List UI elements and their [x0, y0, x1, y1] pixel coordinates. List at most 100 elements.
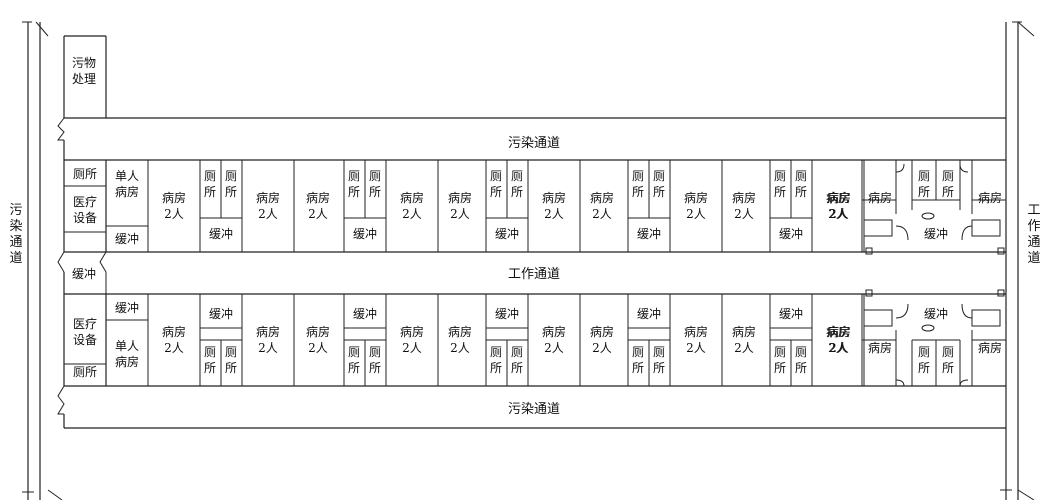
toilet-label: 厕所 — [73, 365, 97, 379]
ward-label: 2人 — [686, 207, 706, 221]
buffer-label: 缓冲 — [924, 226, 948, 241]
toilet-label: 所 — [653, 361, 665, 375]
ward-label: 病房 — [542, 324, 566, 339]
toilet-label: 所 — [632, 185, 644, 199]
ward-label: 2人 — [402, 207, 422, 221]
dirty-corridor-label: 污染通道 — [508, 136, 560, 151]
door-arc — [895, 303, 909, 319]
door-arc — [961, 303, 973, 319]
bed — [971, 309, 1001, 327]
toilet-label: 所 — [918, 361, 930, 375]
ward-label: 病房 — [162, 324, 186, 339]
single-ward-label: 病房 — [115, 184, 139, 199]
ward-label: 病房 — [542, 190, 566, 205]
ward-label: 病房 — [590, 190, 614, 205]
toilet-label: 厕 — [774, 169, 786, 183]
ward-label: 病房 — [826, 324, 850, 339]
ward-label: 2人 — [829, 341, 849, 355]
ward-label: 2人 — [544, 341, 564, 355]
waste-disposal-label: 污物 — [72, 56, 96, 70]
ward-label: 2人 — [450, 207, 470, 221]
column-marker — [997, 247, 1005, 255]
door-arc — [959, 163, 969, 173]
ward-label: 病房 — [256, 190, 280, 205]
toilet-label: 所 — [632, 361, 644, 375]
ward-label: 病房 — [684, 190, 708, 205]
ward-label: 病房 — [448, 324, 472, 339]
toilet-label: 厕 — [942, 345, 954, 359]
toilet-label: 厕 — [225, 345, 237, 359]
door-arc — [959, 379, 969, 387]
door-arc — [895, 379, 905, 387]
ward-label: 病房 — [256, 324, 280, 339]
toilet-label: 所 — [369, 185, 381, 199]
medical-label: 设备 — [73, 211, 97, 225]
wall-break — [57, 251, 65, 273]
single-ward-label: 单人 — [115, 339, 139, 353]
ward-label: 2人 — [258, 341, 278, 355]
medical-label: 设备 — [73, 333, 97, 347]
ward-label: 病房 — [732, 190, 756, 205]
toilet-label: 所 — [204, 185, 216, 199]
buffer-label: 缓冲 — [779, 226, 803, 241]
buffer-label: 缓冲 — [637, 306, 661, 321]
toilet-label: 所 — [348, 361, 360, 375]
buffer-label: 缓冲 — [115, 231, 139, 246]
toilet-label: 厕 — [511, 345, 523, 359]
wall-break — [1017, 489, 1035, 500]
toilet-label: 厕 — [348, 169, 360, 183]
buffer-label: 缓冲 — [209, 306, 233, 321]
ward-label: 病房 — [826, 190, 850, 205]
small-ward-label: 病房 — [978, 340, 1002, 355]
toilet-label: 厕 — [204, 345, 216, 359]
column-marker — [997, 289, 1005, 297]
ward-label: 病房 — [590, 324, 614, 339]
toilet-label: 厕 — [204, 169, 216, 183]
wall-break — [1017, 21, 1035, 37]
toilet-label: 厕 — [369, 169, 381, 183]
toilet-label: 厕 — [918, 169, 930, 183]
door-arc — [895, 163, 905, 173]
toilet-label: 所 — [490, 361, 502, 375]
toilet-label: 所 — [795, 361, 807, 375]
toilet-label: 厕 — [348, 345, 360, 359]
medical-label: 医疗 — [73, 317, 97, 331]
toilet-label: 厕 — [490, 169, 502, 183]
left-corridor-label: 染 — [9, 219, 22, 234]
toilet-label: 厕 — [653, 345, 665, 359]
wall-break — [99, 251, 107, 294]
ward-label: 2人 — [258, 207, 278, 221]
ward-label: 2人 — [544, 207, 564, 221]
left-corridor-label: 通 — [9, 235, 22, 250]
plan-labels: 污物处理污染通道工作通道污染通道缓冲污染通道工作通道厕所医疗设备单人病房缓冲病房… — [9, 56, 1040, 417]
toilet-label: 厕 — [795, 345, 807, 359]
ward-label: 2人 — [734, 207, 754, 221]
ward-label: 病房 — [400, 324, 424, 339]
toilet-label: 所 — [225, 361, 237, 375]
toilet-label: 厕 — [632, 169, 644, 183]
ward-label: 2人 — [164, 207, 184, 221]
toilet-label: 所 — [204, 361, 216, 375]
ward-label: 2人 — [308, 341, 328, 355]
bed — [971, 219, 1001, 237]
ward-label: 病房 — [448, 190, 472, 205]
right-corridor-label: 工 — [1027, 203, 1040, 218]
ward-label: 2人 — [592, 341, 612, 355]
toilet-label: 厕 — [632, 345, 644, 359]
toilet-label: 厕 — [369, 345, 381, 359]
door-arc — [961, 225, 973, 241]
work-corridor-label: 工作通道 — [508, 267, 560, 282]
ward-label: 病房 — [827, 324, 851, 339]
column-marker — [865, 289, 873, 297]
medical-label: 医疗 — [73, 195, 97, 209]
waste-disposal-label: 处理 — [72, 72, 96, 86]
bed — [863, 219, 893, 237]
ward-label: 2人 — [164, 341, 184, 355]
dirty-corridor-label: 污染通道 — [508, 402, 560, 417]
toilet-label: 所 — [774, 361, 786, 375]
right-corridor-label: 道 — [1027, 251, 1040, 266]
right-corridor-label: 作 — [1027, 219, 1040, 234]
toilet-label: 所 — [348, 185, 360, 199]
ward-label: 病房 — [306, 190, 330, 205]
